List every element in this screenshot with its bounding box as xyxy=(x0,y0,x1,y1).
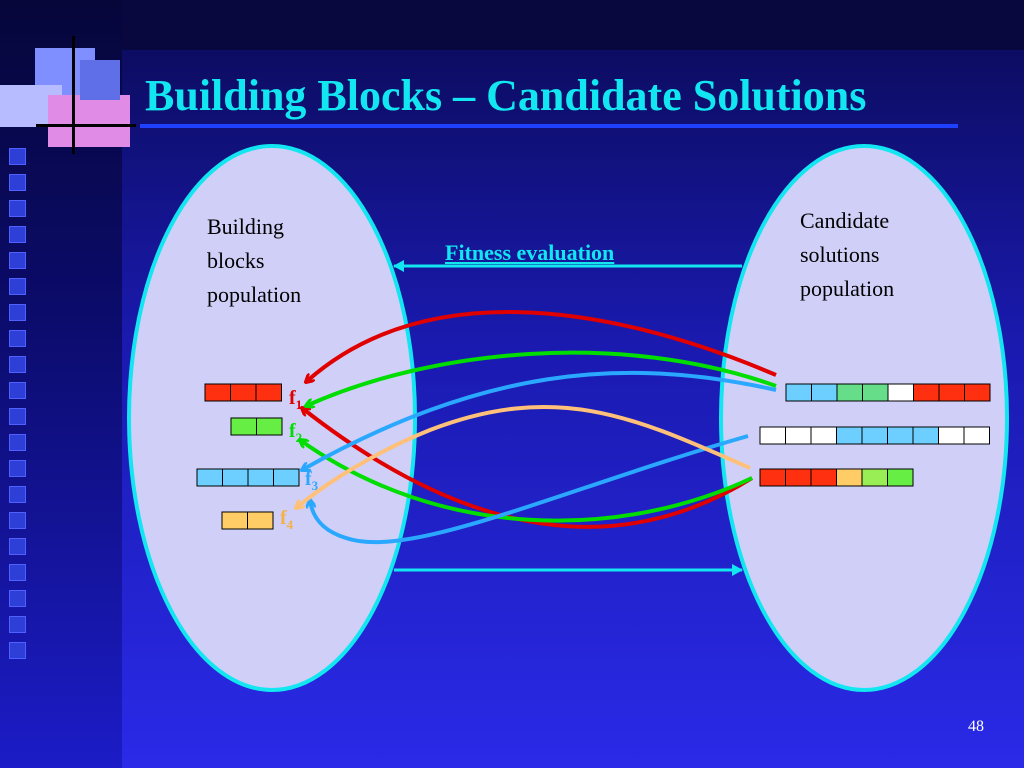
building-block-gene-cell xyxy=(273,468,300,487)
red-link-arrow-lower xyxy=(302,408,754,529)
fitness-evaluation-label: Fitness evaluation xyxy=(445,240,615,265)
candidate-solution-gene-cell xyxy=(887,468,914,487)
green-link-arrow-lower xyxy=(300,440,753,523)
candidate-solution-gene-cell xyxy=(811,383,838,402)
building-block-gene-cell xyxy=(255,383,282,402)
green-link-arrow-upper xyxy=(306,350,777,406)
candidate-solution-gene-cell xyxy=(861,468,888,487)
blue-link-arrow-upper xyxy=(302,370,777,470)
building-block-string-4 xyxy=(221,511,274,530)
candidate-solution-gene-cell xyxy=(785,383,812,402)
left-square-column xyxy=(9,148,26,668)
candidate-solution-strings xyxy=(759,383,991,487)
red-link-arrow-upper xyxy=(306,310,777,382)
candidate-solution-gene-cell xyxy=(785,426,812,445)
building-block-string-3 xyxy=(196,468,300,487)
deco-square-4 xyxy=(80,60,120,100)
candidate-solution-gene-cell xyxy=(810,426,837,445)
building-block-string-1 xyxy=(204,383,282,402)
candidate-solution-gene-cell xyxy=(836,468,863,487)
blue-link-arrow-lower xyxy=(310,434,749,545)
building-block-gene-cell xyxy=(247,511,274,530)
candidate-solution-string-3 xyxy=(759,468,914,487)
top-decor-band xyxy=(122,0,1024,50)
candidate-solution-gene-cell xyxy=(759,468,786,487)
candidate-solution-gene-cell xyxy=(938,383,965,402)
candidate-solution-gene-cell xyxy=(836,383,863,402)
building-block-gene-cell xyxy=(230,383,257,402)
building-block-gene-cell xyxy=(247,468,274,487)
candidate-solution-gene-cell xyxy=(785,468,812,487)
candidate-solution-gene-cell xyxy=(759,426,786,445)
slide-title: Building Blocks – Candidate Solutions xyxy=(145,71,867,120)
candidate-solution-gene-cell xyxy=(887,426,914,445)
deco-square-3 xyxy=(48,95,130,147)
fitness-marker-f3: f3 xyxy=(305,468,319,493)
candidate-solution-gene-cell xyxy=(938,426,965,445)
title-underline xyxy=(140,124,958,128)
candidate-solution-gene-cell xyxy=(963,426,990,445)
fitness-marker-f4: f4 xyxy=(280,507,294,532)
candidate-solution-gene-cell xyxy=(810,468,837,487)
building-block-gene-cell xyxy=(230,417,257,436)
candidate-solution-gene-cell xyxy=(861,426,888,445)
deco-hline xyxy=(36,124,136,127)
candidate-solution-gene-cell xyxy=(887,383,914,402)
building-block-gene-cell xyxy=(196,468,223,487)
candidate-solution-gene-cell xyxy=(913,383,940,402)
building-block-string-2 xyxy=(230,417,283,436)
building-block-gene-cell xyxy=(222,468,249,487)
deco-vline xyxy=(72,36,75,154)
candidate-solution-gene-cell xyxy=(836,426,863,445)
building-block-gene-cell xyxy=(204,383,231,402)
building-block-strings xyxy=(196,383,300,530)
candidate-solution-gene-cell xyxy=(912,426,939,445)
orange-link-arrow xyxy=(296,404,751,508)
building-block-gene-cell xyxy=(256,417,283,436)
candidate-solution-gene-cell xyxy=(862,383,889,402)
page-number: 48 xyxy=(968,718,984,735)
building-block-gene-cell xyxy=(221,511,248,530)
candidate-solution-gene-cell xyxy=(964,383,991,402)
building-blocks-label: Building blocks population xyxy=(207,214,302,307)
candidate-solutions-label: Candidate solutions population xyxy=(800,208,895,301)
corner-decoration xyxy=(0,0,140,160)
candidate-solution-string-1 xyxy=(785,383,991,402)
fitness-marker-f2: f2 xyxy=(289,420,302,445)
candidate-solution-string-2 xyxy=(759,426,990,445)
fitness-marker-f1: f1 xyxy=(289,387,302,412)
candidate-solutions-ellipse xyxy=(719,144,1009,692)
